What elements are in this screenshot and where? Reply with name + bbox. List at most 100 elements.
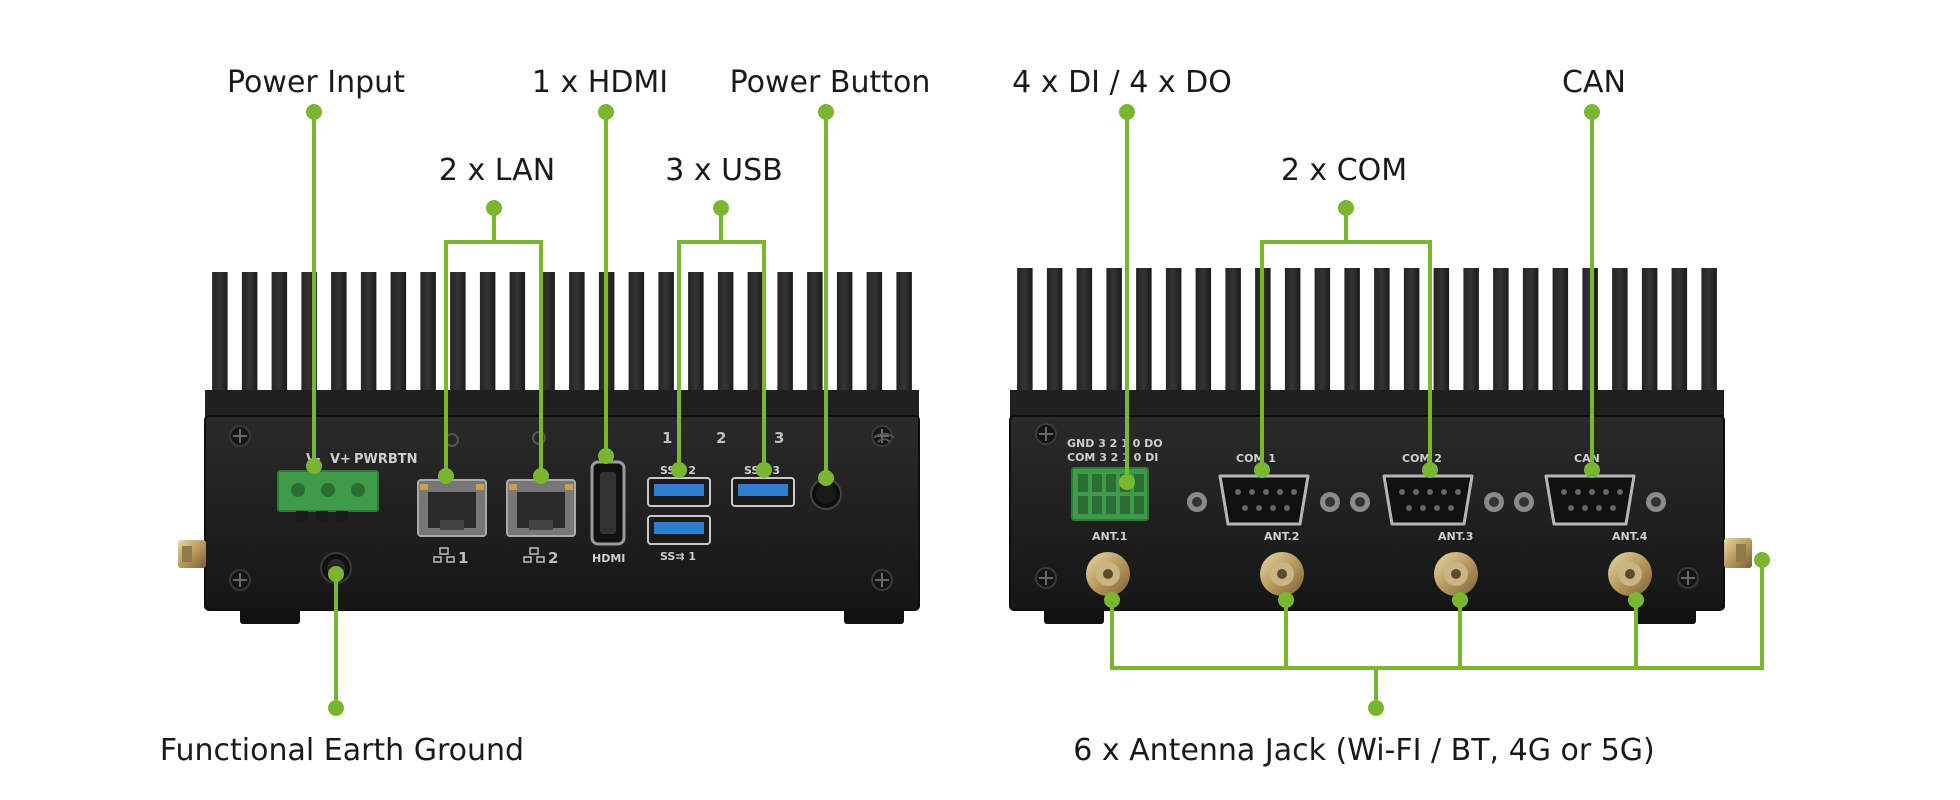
hdmi-port[interactable]: HDMI [590, 460, 626, 565]
heatsink-fin [747, 272, 764, 394]
svg-text:HDMI: HDMI [592, 552, 625, 565]
usb-port-1[interactable]: SS⇉ 1 [647, 515, 711, 563]
screw-icon [229, 425, 251, 447]
heatsink-fin [1076, 268, 1093, 394]
screw-icon [1035, 567, 1057, 589]
heatsink-fin [539, 272, 555, 394]
svg-text:2: 2 [548, 549, 558, 567]
heatsink-fin [1374, 268, 1390, 394]
heatsink-fin [1671, 268, 1688, 394]
heatsink-fin [450, 272, 466, 394]
svg-text:ANT.1: ANT.1 [1092, 530, 1127, 543]
dio-terminal[interactable]: GND 3 2 1 0 DO COM 3 2 1 0 DI [1067, 437, 1163, 521]
rear-heatsink [1017, 268, 1717, 394]
heatsink-fin [1225, 268, 1241, 394]
svg-text:V+: V+ [330, 452, 351, 467]
callout-can: CAN [1562, 65, 1626, 100]
heatsink-fin [1195, 268, 1212, 394]
screw-icon [871, 569, 893, 591]
svg-text:3: 3 [774, 429, 784, 447]
antenna-jack-1[interactable]: ANT.1 [1086, 530, 1130, 596]
heatsink-fin [1165, 268, 1182, 394]
callout-power-button: Power Button [730, 65, 931, 100]
svg-text:SS⇉ 1: SS⇉ 1 [660, 550, 696, 563]
lan-port-2[interactable]: 2 [506, 431, 576, 567]
screw-icon [1677, 567, 1699, 589]
screw-icon [1035, 423, 1057, 445]
heatsink-fin [1552, 268, 1569, 394]
side-antenna-connector [1724, 538, 1752, 568]
callout-earth-ground: Functional Earth Ground [160, 733, 524, 768]
heatsink-fin [777, 272, 793, 394]
heatsink-fin [1493, 268, 1509, 394]
svg-text:COM 3 2 1 0 DI: COM 3 2 1 0 DI [1067, 451, 1158, 464]
heatsink-fin [509, 272, 526, 394]
svg-text:PWRBTN: PWRBTN [354, 452, 418, 467]
heatsink-fin [1314, 268, 1331, 394]
heatsink-fin [688, 272, 704, 394]
callout-dio: 4 x DI / 4 x DO [1012, 65, 1232, 100]
heatsink-fin [1701, 268, 1717, 394]
heatsink-fin [1463, 268, 1479, 394]
heatsink-fin [1017, 268, 1033, 394]
heatsink-fin [569, 272, 585, 394]
side-antenna-connector [178, 540, 206, 568]
heatsink-fin [1046, 268, 1063, 394]
callout-hdmi: 1 x HDMI [532, 65, 668, 100]
svg-text:GND 3 2 1 0 DO: GND 3 2 1 0 DO [1067, 437, 1163, 450]
heatsink-fin [212, 272, 228, 394]
heatsink-fin [896, 272, 912, 394]
heatsink-fin [866, 272, 883, 394]
network-icon [433, 547, 455, 563]
heatsink-fin [241, 272, 258, 394]
heatsink-fin [628, 272, 645, 394]
svg-text:1: 1 [662, 429, 672, 447]
heatsink-fin [331, 272, 347, 394]
callout-lan: 2 x LAN [439, 153, 555, 188]
heatsink-fin [1612, 268, 1628, 394]
antenna-jack-4[interactable]: ANT.4 [1608, 530, 1652, 596]
heatsink-fin [271, 272, 288, 394]
rear-panel [1009, 415, 1725, 611]
svg-text:ANT.2: ANT.2 [1264, 530, 1299, 543]
screw-icon [229, 569, 251, 591]
heatsink-fin [390, 272, 407, 394]
heatsink-fin [1403, 268, 1420, 394]
svg-text:COM 1: COM 1 [1236, 452, 1276, 465]
heatsink-fin [807, 272, 823, 394]
heatsink-fin [420, 272, 436, 394]
heatsink-fin [1136, 268, 1152, 394]
rear-unit: GND 3 2 1 0 DO COM 3 2 1 0 DI COM 1 COM … [1009, 268, 1752, 624]
callout-antenna: 6 x Antenna Jack (Wi-FI / BT, 4G or 5G) [1073, 733, 1655, 768]
front-heatsink [212, 272, 912, 394]
com-port-1[interactable]: COM 1 [1187, 452, 1340, 526]
heatsink-fin [1641, 268, 1658, 394]
antenna-jack-2[interactable]: ANT.2 [1260, 530, 1304, 596]
heatsink-fin [836, 272, 853, 394]
wifi-icon [873, 432, 895, 443]
power-input-terminal[interactable]: V- V+ PWRBTN [277, 452, 418, 521]
heatsink-fin [1284, 268, 1301, 394]
antenna-jack-3[interactable]: ANT.3 [1434, 530, 1478, 596]
can-port[interactable]: CAN [1514, 452, 1666, 526]
lan-port-1[interactable]: 1 [417, 433, 487, 567]
front-unit: V- V+ PWRBTN [178, 272, 920, 624]
callout-power-input: Power Input [227, 65, 405, 100]
leader-lines [306, 104, 1770, 716]
callout-usb: 3 x USB [665, 153, 783, 188]
svg-text:1: 1 [458, 549, 468, 567]
svg-text:2: 2 [716, 429, 726, 447]
heatsink-fin [658, 272, 674, 394]
network-icon [523, 547, 545, 563]
heatsink-fin [1522, 268, 1539, 394]
heatsink-fin [1433, 268, 1450, 394]
svg-text:ANT.4: ANT.4 [1612, 530, 1648, 543]
callout-com: 2 x COM [1281, 153, 1407, 188]
svg-text:COM 2: COM 2 [1402, 452, 1442, 465]
heatsink-fin [1344, 268, 1360, 394]
heatsink-fin [717, 272, 734, 394]
callout-labels: Power Input 1 x HDMI Power Button 2 x LA… [160, 65, 1655, 768]
heatsink-fin [1106, 268, 1122, 394]
svg-text:ANT.3: ANT.3 [1438, 530, 1473, 543]
